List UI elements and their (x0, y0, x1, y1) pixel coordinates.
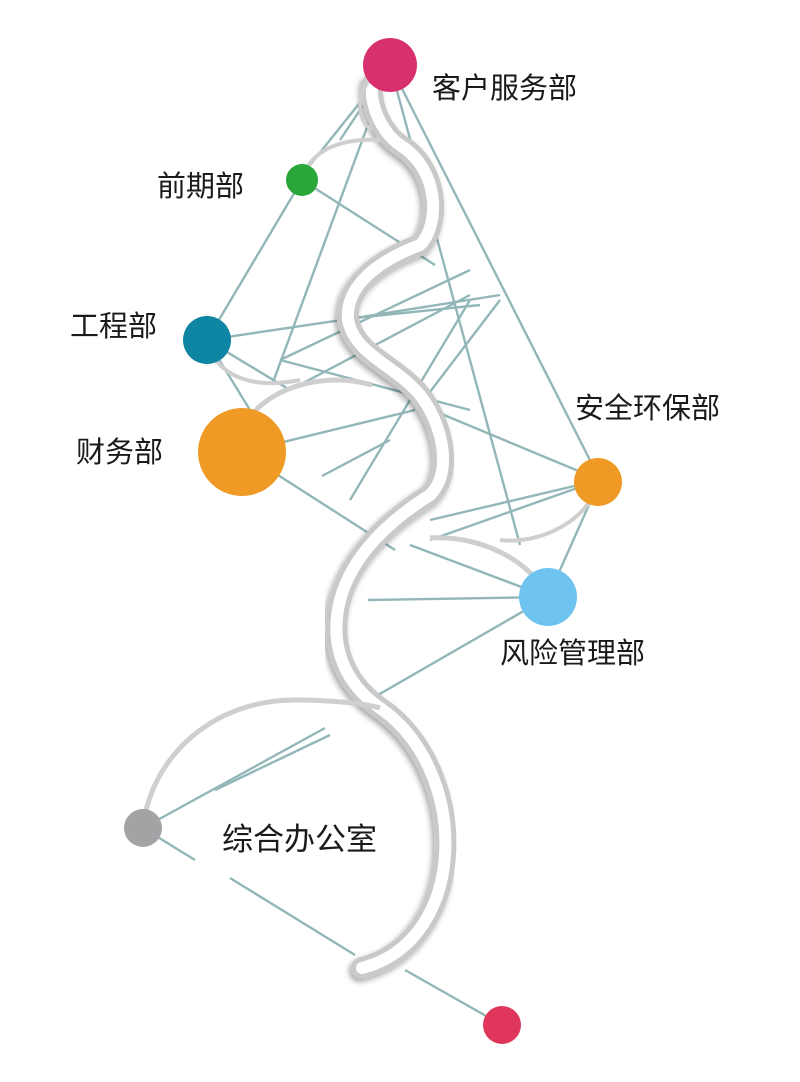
curved-path (140, 63, 600, 979)
label-customer-service: 客户服务部 (432, 71, 577, 105)
node-risk-management[interactable] (519, 568, 577, 626)
connection-line (367, 595, 549, 602)
connection-line (229, 876, 356, 957)
connection-line (429, 478, 601, 522)
branch-arc (140, 697, 381, 829)
connection-line (388, 64, 602, 481)
node-engineering[interactable] (183, 316, 231, 364)
connection-line (289, 293, 471, 392)
connection-line (214, 733, 331, 792)
node-safety-env[interactable] (574, 458, 622, 506)
path-body (330, 79, 452, 974)
connection-line (279, 358, 471, 412)
node-customer-service[interactable] (363, 38, 417, 92)
label-finance: 财务部 (76, 435, 163, 469)
connection-line (205, 179, 304, 341)
label-risk-management: 风险管理部 (500, 636, 645, 670)
label-engineering: 工程部 (70, 309, 157, 343)
department-labels: 客户服务部 前期部 工程部 财务部 安全环保部 风险管理部 综合办公室 (70, 71, 720, 858)
connection-line (142, 726, 326, 830)
connection-line (419, 403, 601, 482)
connection-line (419, 299, 501, 406)
node-finance[interactable] (198, 408, 286, 496)
connection-line (388, 64, 522, 546)
connection-line (377, 595, 549, 697)
connection-line (279, 268, 471, 362)
label-general-office: 综合办公室 (222, 822, 377, 858)
department-nodes (124, 38, 622, 1044)
connection-line (321, 438, 391, 478)
label-safety-env: 安全环保部 (575, 391, 720, 425)
node-general-office[interactable] (124, 809, 162, 847)
connection-lines (142, 64, 602, 1027)
label-preliminary: 前期部 (157, 169, 244, 203)
node-preliminary[interactable] (286, 164, 318, 196)
connection-line (429, 478, 601, 542)
connection-line (206, 316, 356, 342)
node-extra[interactable] (483, 1006, 521, 1044)
